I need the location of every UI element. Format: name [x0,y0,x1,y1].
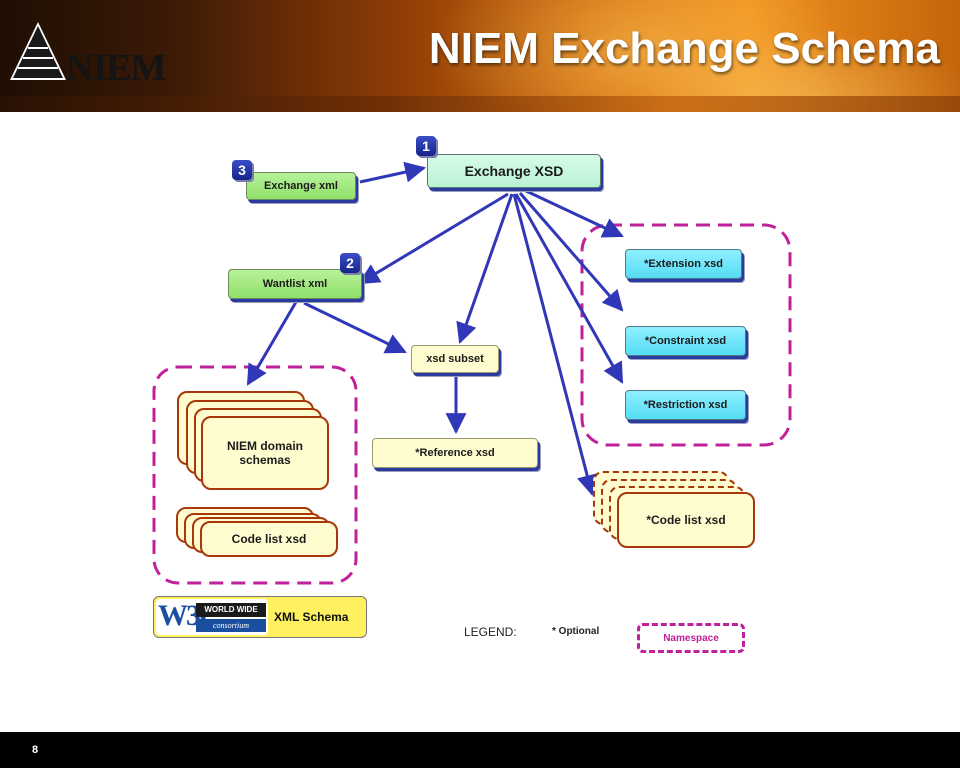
w3c-logo: W3C WORLD WIDE WEB consortium [156,599,268,635]
niem-logo: NIEM [0,0,170,100]
header-band [0,96,960,112]
arrow-exchange-xsd-to-codelist [512,193,598,497]
step-badge-1: 1 [416,136,436,156]
xsd-subset-box[interactable]: xsd subset [411,345,499,373]
niem-domain-schemas-box[interactable]: NIEM domain schemas [201,416,329,490]
code-list-xsd-box[interactable]: Code list xsd [200,521,338,557]
arrow-exchange-xsd-to-extension [523,188,624,238]
optional-code-list-xsd-box[interactable]: *Code list xsd [617,492,755,548]
legend-optional: * Optional [552,626,600,637]
w3c-logo-bottom-text: consortium [196,619,266,632]
legend-namespace-label: Namespace [663,632,719,644]
w3c-logo-top-text: WORLD WIDE WEB [196,603,266,628]
exchange-xsd-box[interactable]: Exchange XSD [427,154,601,188]
niem-logo-pyramid-icon [10,22,66,80]
extension-xsd-box[interactable]: *Extension xsd [625,249,742,279]
restriction-xsd-box[interactable]: *Restriction xsd [625,390,746,420]
reference-xsd-box[interactable]: *Reference xsd [372,438,538,468]
step-badge-2: 2 [340,253,360,273]
legend-label: LEGEND: [464,625,517,639]
arrow-exchange-xsd-to-subset [456,193,514,344]
arrow-exchange-xsd-to-wantlist [358,192,509,285]
arrow-exchange-xml-to-exchange-xsd [359,161,427,184]
page-number: 8 [32,744,39,756]
constraint-xsd-box[interactable]: *Constraint xsd [625,326,746,356]
arrow-wantlist-to-subset [303,301,407,354]
exchange-xml-box[interactable]: Exchange xml [246,172,356,200]
arrow-exchange-xsd-to-constraint [518,192,624,312]
arrow-exchange-xsd-to-restriction [514,193,624,384]
legend-namespace: Namespace [637,623,745,653]
arrow-wantlist-to-domain [246,301,298,386]
step-badge-3: 3 [232,160,252,180]
wantlist-xml-box[interactable]: Wantlist xml [228,269,362,299]
xml-schema-label: XML Schema [274,610,349,624]
w3c-xml-schema-box[interactable]: W3C WORLD WIDE WEB consortium XML Schema [153,596,367,638]
header-banner: NIEM NIEM Exchange Schema [0,0,960,112]
footer-bar: 8 [0,732,960,768]
page-title: NIEM Exchange Schema [428,24,940,73]
header-glow [430,0,850,112]
namespace-box-extension [580,223,792,447]
niem-logo-text: NIEM [66,47,166,89]
